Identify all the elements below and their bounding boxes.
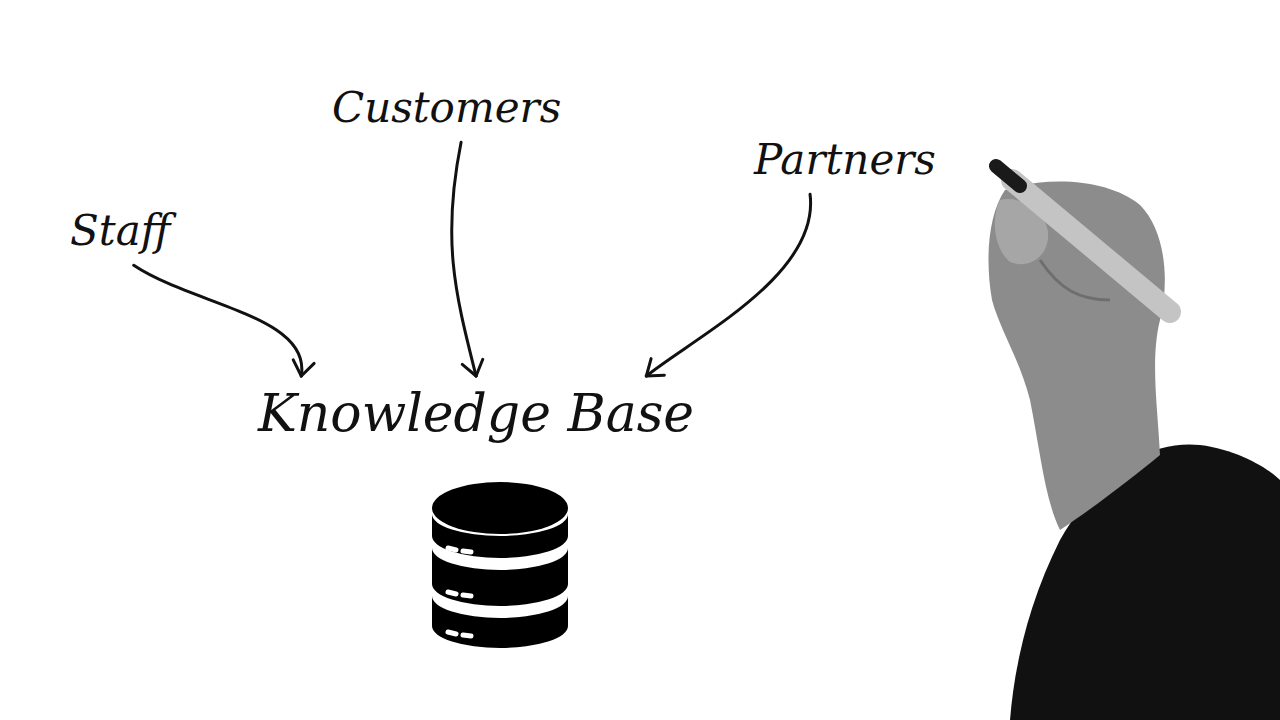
hand-drawn-arrow xyxy=(134,265,314,376)
node-text: Knowledge Base xyxy=(258,384,694,444)
arrow-line xyxy=(134,265,302,376)
arrow-head xyxy=(462,364,476,376)
handwritten-label: Knowledge Base xyxy=(252,380,700,448)
node-text: Customers xyxy=(332,84,561,132)
arrow-head xyxy=(293,360,301,376)
hand-drawn-arrow xyxy=(646,194,810,376)
arrow-head xyxy=(301,363,314,376)
arrow-line xyxy=(452,142,476,376)
handwritten-label: Customers xyxy=(326,80,567,136)
node-text: Staff xyxy=(70,207,170,255)
node-text: Partners xyxy=(754,136,936,184)
hand-drawn-arrow xyxy=(452,142,483,376)
arrow-line xyxy=(646,194,810,376)
hand-illustration xyxy=(988,166,1280,720)
arrow-head xyxy=(646,374,664,378)
handwritten-label: Partners xyxy=(748,132,942,188)
handwritten-label: Staff xyxy=(64,203,176,259)
arrow-head xyxy=(476,359,483,376)
arrow-head xyxy=(646,359,651,376)
database-icon xyxy=(432,482,568,648)
